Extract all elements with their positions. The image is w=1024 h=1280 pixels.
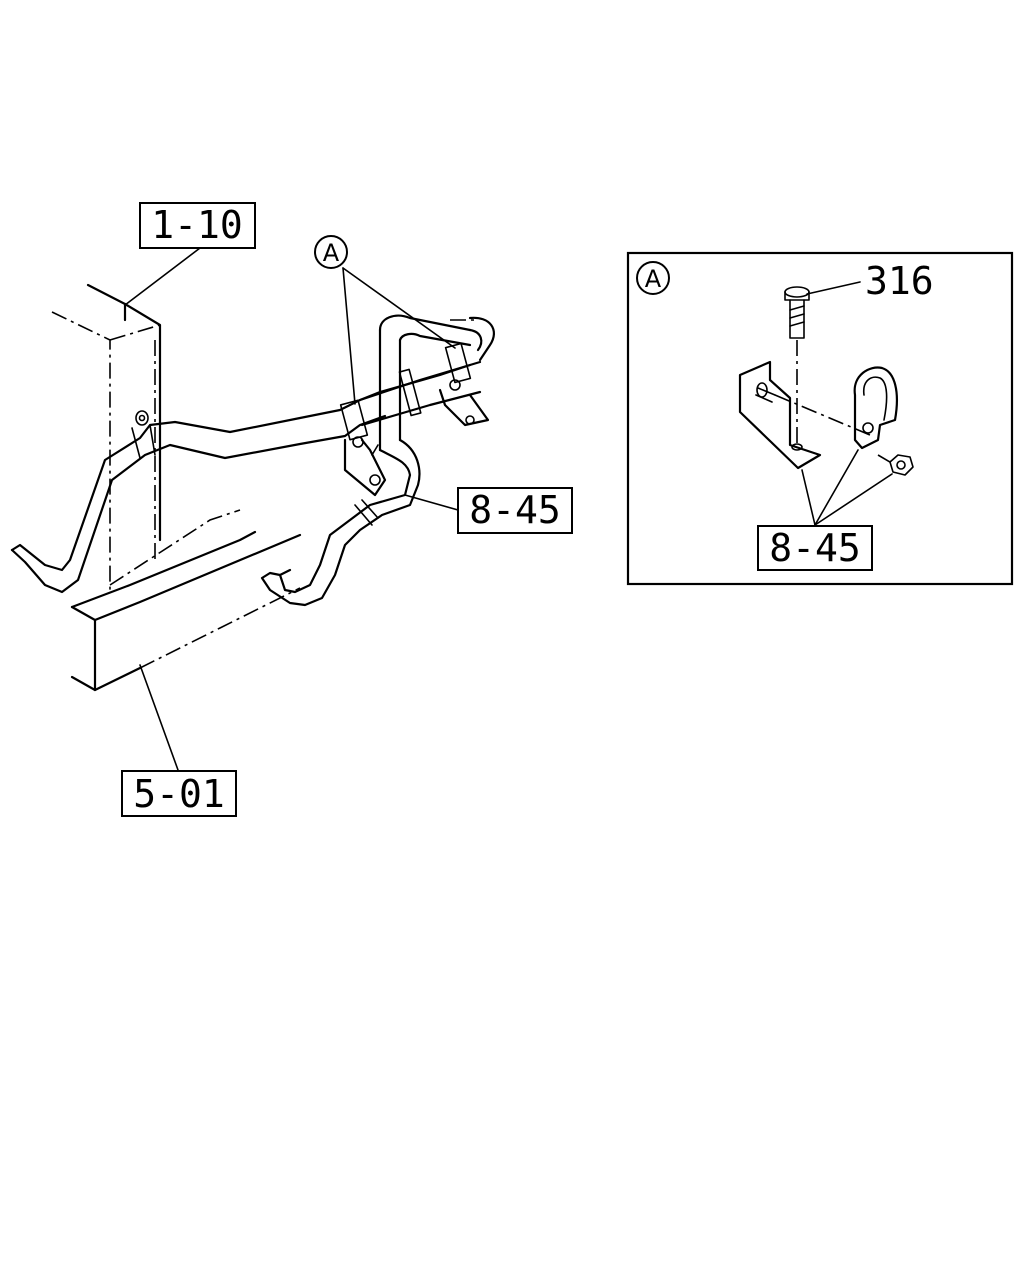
label-5-01: 5-01: [121, 770, 237, 817]
detail-clamp: [853, 366, 899, 450]
callout-a-marker: A: [314, 235, 348, 269]
label-8-45-main-text: 8-45: [469, 488, 561, 532]
detail-a-title: A: [645, 265, 662, 293]
label-8-45-detail: 8-45: [757, 525, 873, 571]
radiator-frame: [51, 283, 162, 590]
cross-member-channel: [70, 509, 302, 692]
upper-pipe-assembly: [339, 314, 495, 497]
label-1-10-text: 1-10: [151, 203, 243, 247]
bolt-316: [784, 286, 810, 445]
leader-lines: [124, 247, 459, 771]
left-hose: [10, 390, 387, 594]
label-316-text: 316: [865, 259, 934, 303]
label-5-01-text: 5-01: [133, 772, 225, 816]
label-8-45-detail-text: 8-45: [769, 526, 861, 570]
callout-a-text: A: [323, 239, 340, 267]
label-8-45-main: 8-45: [457, 487, 573, 534]
label-1-10: 1-10: [139, 202, 256, 249]
detail-a-panel: A: [626, 251, 1014, 586]
lower-hose: [260, 438, 421, 607]
main-view: A 1-10 5-01 8-45: [10, 202, 573, 817]
detail-bracket: [738, 360, 871, 470]
detail-nut: [877, 454, 914, 476]
